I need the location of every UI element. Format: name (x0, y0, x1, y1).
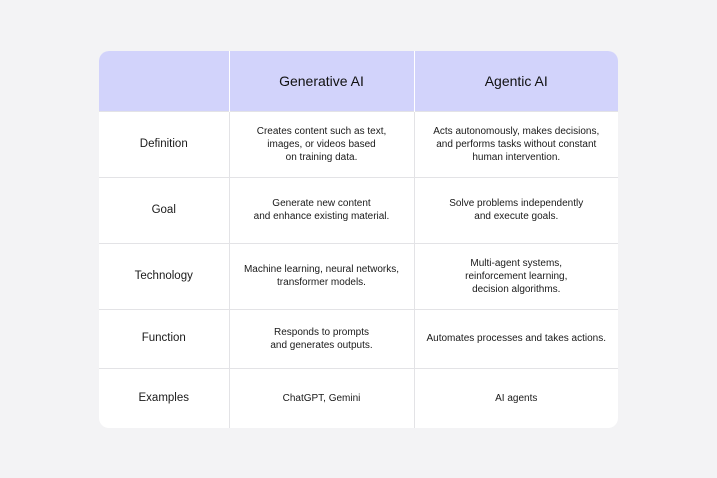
agentic-cell: Automates processes and takes actions. (414, 308, 618, 368)
generative-cell: Generate new content and enhance existin… (229, 176, 415, 243)
header-generative-ai: Generative AI (229, 51, 415, 111)
header-agentic-ai: Agentic AI (414, 51, 618, 111)
table-row-goal: Goal Generate new content and enhance ex… (99, 176, 618, 243)
agentic-cell: AI agents (414, 367, 618, 428)
row-label: Goal (99, 176, 230, 243)
header-empty-cell (99, 51, 230, 111)
generative-cell: ChatGPT, Gemini (229, 367, 415, 428)
agentic-cell: Acts autonomously, makes decisions, and … (414, 110, 618, 177)
row-label: Definition (99, 110, 230, 177)
agentic-cell: Solve problems independently and execute… (414, 176, 618, 243)
row-label: Examples (99, 367, 230, 428)
generative-cell: Responds to prompts and generates output… (229, 308, 415, 368)
row-label: Function (99, 308, 230, 368)
agentic-cell: Multi-agent systems, reinforcement learn… (414, 242, 618, 309)
table-row-function: Function Responds to prompts and generat… (99, 308, 618, 368)
table-row-examples: Examples ChatGPT, Gemini AI agents (99, 367, 618, 428)
table-row-technology: Technology Machine learning, neural netw… (99, 242, 618, 309)
generative-cell: Machine learning, neural networks, trans… (229, 242, 415, 309)
row-label: Technology (99, 242, 230, 309)
header-row: Generative AI Agentic AI (99, 51, 618, 111)
generative-cell: Creates content such as text, images, or… (229, 110, 415, 177)
comparison-table: Generative AI Agentic AI Definition Crea… (99, 51, 618, 428)
table-row-definition: Definition Creates content such as text,… (99, 110, 618, 177)
comparison-table-card: Generative AI Agentic AI Definition Crea… (99, 51, 618, 428)
